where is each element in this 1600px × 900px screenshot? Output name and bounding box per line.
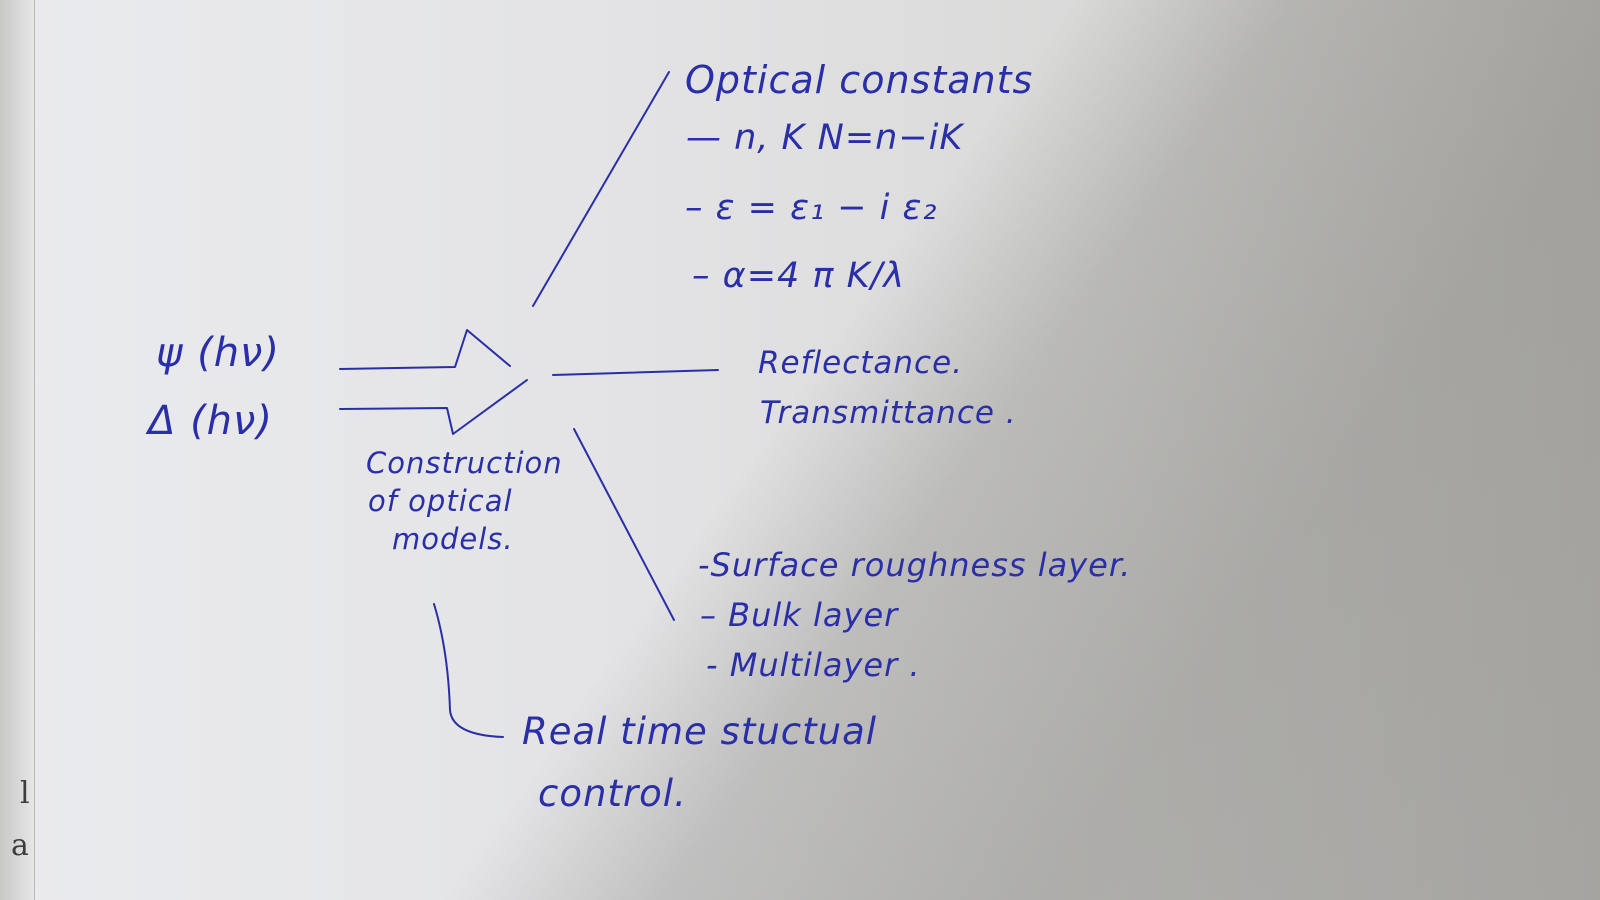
center-label-line3: models. [392, 522, 514, 556]
page-edge-letter-bottom: a [11, 828, 29, 863]
transmittance-label: Transmittance . [760, 395, 1017, 431]
connector-to-optical-constants [532, 71, 670, 307]
connector-to-layers [573, 428, 675, 621]
book-page-edge: l a [0, 0, 35, 900]
input-psi: ψ (hν) [156, 330, 281, 376]
input-arrow-lower [339, 379, 528, 435]
reflectance-label: Reflectance. [758, 345, 964, 381]
page-edge-letter-top: l [20, 776, 30, 811]
center-label-line1: Construction [366, 446, 563, 480]
optical-constants-item-3: – α=4 π K/λ [692, 256, 906, 296]
control-label-line2: control. [538, 772, 687, 815]
layers-item-3: - Multilayer . [706, 646, 921, 684]
input-arrow [339, 329, 511, 370]
input-delta: Δ (hν) [148, 398, 273, 444]
control-label-line1: Real time stuctual [522, 710, 878, 753]
connector-to-reflectance [552, 369, 719, 376]
layers-item-2: – Bulk layer [700, 596, 899, 634]
optical-constants-item-2: – ε = ε₁ − i ε₂ [685, 188, 938, 228]
optical-constants-title: Optical constants [685, 58, 1034, 102]
center-label-line2: of optical [368, 484, 513, 518]
layers-item-1: -Surface roughness layer. [698, 546, 1132, 584]
connector-to-control [433, 603, 504, 738]
optical-constants-item-1: — n, K N=n−iK [686, 118, 964, 158]
